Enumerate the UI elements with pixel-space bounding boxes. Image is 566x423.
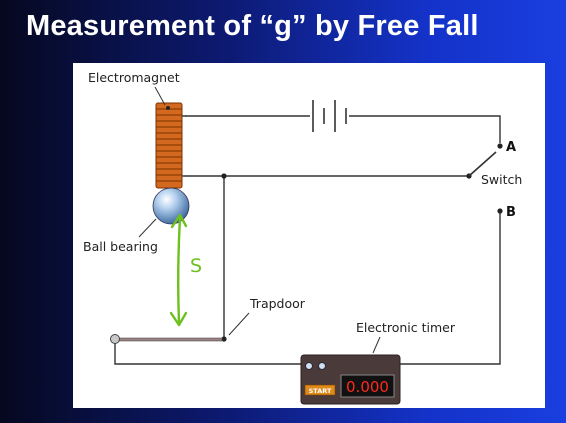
timer-socket-icon	[305, 362, 313, 370]
timer-pointer	[372, 336, 381, 354]
ball-bearing-pointer	[138, 218, 157, 238]
trapdoor-pointer	[228, 312, 250, 336]
trapdoor-icon	[110, 334, 223, 344]
circuit-wires	[114, 115, 501, 365]
switch-label: Switch	[481, 172, 522, 187]
electromagnet-label: Electromagnet	[88, 70, 180, 85]
ball-bearing-label: Ball bearing	[83, 239, 158, 254]
distance-label: S	[190, 255, 202, 277]
start-button[interactable]	[304, 384, 336, 396]
trapdoor-label: Trapdoor	[249, 296, 306, 311]
junction-dot	[221, 173, 227, 179]
circuit-diagram: A B Switch El	[83, 70, 522, 405]
terminal-a-label: A	[506, 140, 516, 155]
diagram-panel: A B Switch El	[73, 63, 545, 408]
electronic-timer: START 0.000	[300, 354, 401, 405]
electromagnet-pointer	[154, 86, 166, 106]
terminal-a-dot	[497, 143, 503, 149]
distance-arrow-icon	[169, 213, 188, 327]
ball-bearing-icon	[152, 187, 190, 225]
wire-top-right	[349, 115, 501, 143]
battery-icon	[312, 100, 347, 132]
wire-b-timer	[400, 211, 501, 365]
electromagnet-icon	[155, 102, 186, 189]
junction-dot	[221, 336, 227, 342]
slide-title: Measurement of “g” by Free Fall	[26, 10, 479, 42]
switch-icon	[466, 143, 503, 214]
wire-trapdoor-timer	[114, 339, 301, 365]
terminal-b-dot	[497, 208, 503, 214]
terminal-b-label: B	[506, 205, 516, 220]
electronic-timer-label: Electronic timer	[356, 320, 456, 335]
timer-display	[340, 374, 395, 398]
timer-display-value: 0.000	[346, 378, 389, 396]
start-button-label: START	[309, 387, 332, 395]
timer-socket-icon	[318, 362, 326, 370]
